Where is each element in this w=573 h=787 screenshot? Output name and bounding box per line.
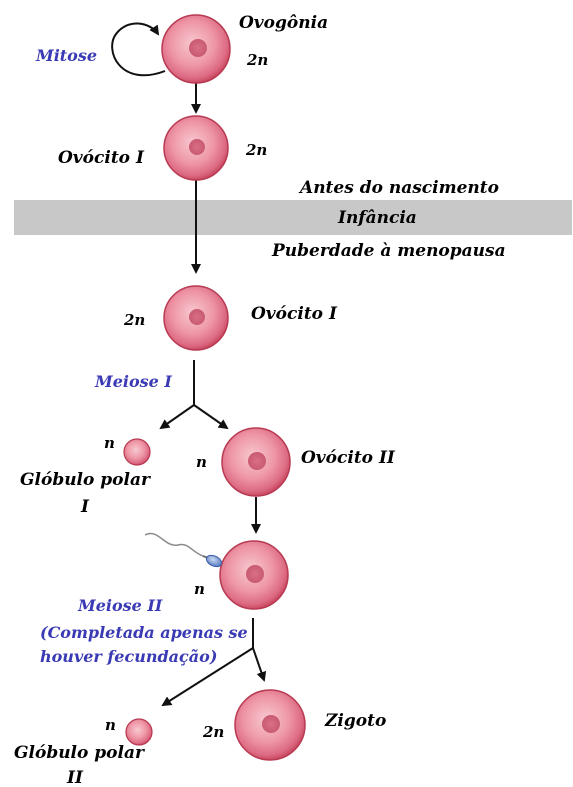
oocyte2-ploidy: n: [196, 453, 207, 471]
arrow-to-oocyte2: [193, 404, 229, 430]
zygote-label: Zigoto: [324, 711, 386, 731]
mitosis-loop-arrow: [111, 22, 166, 77]
fertilized-ploidy: n: [194, 580, 205, 598]
sperm-icon: [144, 532, 223, 568]
zygote-ploidy: 2n: [202, 723, 224, 741]
meiosis1-label: Meiose I: [94, 372, 172, 391]
meiosis2-note-line2: houver fecundação): [40, 647, 217, 666]
meiosis2-note-line1: (Completada apenas se: [40, 623, 248, 642]
polar1-label-line2: I: [80, 497, 90, 517]
oogonia-ploidy: 2n: [246, 51, 268, 69]
oogonia-label: Ovogônia: [239, 13, 328, 33]
zygote-cell: [234, 689, 306, 761]
fertilized-oocyte-cell: [219, 540, 289, 610]
oocyte2-cell: [221, 427, 291, 497]
arrow-to-zygote: [252, 647, 267, 682]
polar2-ploidy: n: [105, 716, 116, 734]
mitosis-label: Mitose: [35, 46, 97, 65]
oocyte2-label: Ovócito II: [301, 448, 396, 468]
puberty-label: Puberdade à menopausa: [271, 241, 506, 261]
oocyte1-puberty-cell: [163, 285, 229, 351]
childhood-label: Infância: [337, 208, 417, 228]
before-birth-label: Antes do nascimento: [298, 178, 499, 198]
polar1-ploidy: n: [104, 434, 115, 452]
oocyte1-before-ploidy: 2n: [245, 141, 267, 159]
oogonia-cell: [161, 14, 231, 84]
meiosis2-label: Meiose II: [77, 596, 163, 615]
oocyte1-before-label: Ovócito I: [58, 148, 145, 168]
polar2-label-line2: II: [66, 768, 84, 787]
arrow-to-polar1: [159, 404, 195, 430]
arrow-to-polar2: [161, 647, 254, 707]
oocyte1-before-birth-cell: [163, 115, 229, 181]
polar1-label-line1: Glóbulo polar: [20, 470, 151, 490]
polar-body-1-cell: [123, 438, 151, 466]
oocyte1-puberty-ploidy: 2n: [123, 311, 145, 329]
childhood-band: [14, 200, 572, 235]
polar-body-2-cell: [125, 718, 153, 746]
oocyte1-puberty-label: Ovócito I: [251, 304, 338, 324]
polar2-label-line1: Glóbulo polar: [14, 743, 145, 763]
